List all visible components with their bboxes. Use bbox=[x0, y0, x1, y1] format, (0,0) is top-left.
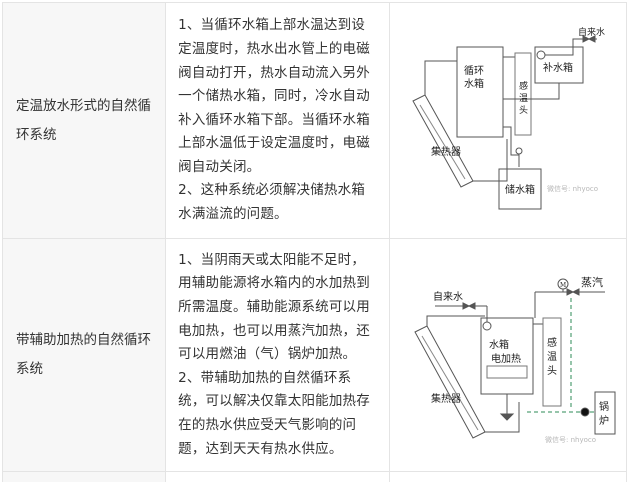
collector-stripe bbox=[422, 336, 478, 430]
sensor-label-3: 头 bbox=[519, 105, 528, 116]
electric-heater bbox=[487, 366, 527, 378]
sensor-label-2: 温 bbox=[519, 93, 528, 104]
system-name: 定温放水形式的自然循环系统 bbox=[3, 92, 165, 150]
collector-supply-pipe bbox=[425, 61, 457, 95]
table-row bbox=[3, 472, 627, 482]
system-description-cell: 1、当阴雨天或太阳能不足时， 用辅助能源将水箱内的水加热到 所需温度。辅助能源系… bbox=[166, 239, 390, 472]
description-line: 统，可以解决仅靠太阳能加热存 bbox=[178, 393, 370, 409]
collector-stripe bbox=[420, 105, 465, 179]
description-line: 用辅助能源将水箱内的水加热到 bbox=[178, 275, 370, 291]
description-line: 阀自动关闭。 bbox=[178, 159, 260, 175]
description-line: 可以用燃油（气）锅炉加热。 bbox=[178, 346, 356, 362]
collector-supply-pipe bbox=[427, 316, 485, 326]
description-line: 在的热水供应受天气影响的问 bbox=[178, 417, 356, 433]
refill-tank-label: 补水箱 bbox=[543, 61, 573, 74]
system-name-cell: 定温放水形式的自然循环系统 bbox=[3, 3, 166, 239]
system-description: 1、当循环水箱上部水温达到设 定温度时，热水出水管上的电磁 阀自动打开，热水自动… bbox=[166, 14, 389, 226]
system-diagram-cell: 循环 水箱 感 温 头 补水箱 自来水 集热器 储水箱 微信号: nhyoco bbox=[390, 3, 627, 239]
collector-label: 集热器 bbox=[431, 392, 461, 405]
sensor-label-1: 感 bbox=[519, 80, 528, 92]
constant-temperature-discharge-diagram: 循环 水箱 感 温 头 补水箱 自来水 集热器 储水箱 微信号: nhyoco bbox=[395, 27, 621, 215]
system-description: 1、当阴雨天或太阳能不足时， 用辅助能源将水箱内的水加热到 所需温度。辅助能源系… bbox=[166, 249, 389, 461]
boiler-label-2: 炉 bbox=[599, 415, 609, 427]
description-line: 定温度时，热水出水管上的电磁 bbox=[178, 41, 370, 57]
empty-cell bbox=[166, 472, 390, 482]
drain-valve bbox=[501, 414, 513, 420]
empty-cell bbox=[3, 472, 166, 482]
motorized-valve-label: M bbox=[560, 282, 566, 289]
description-line: 上部水温低于设定温度时，电磁 bbox=[178, 135, 370, 151]
watermark: 微信号: nhyoco bbox=[547, 184, 598, 193]
system-name-cell: 带辅助加热的自然循环系统 bbox=[3, 239, 166, 472]
steam-valve-right bbox=[573, 289, 579, 295]
hot-water-outlet-pipe bbox=[503, 127, 519, 167]
cold-water-label: 自来水 bbox=[578, 27, 605, 38]
cold-water-label: 自来水 bbox=[433, 290, 463, 303]
description-line: 1、当循环水箱上部水温达到设 bbox=[178, 17, 365, 33]
collector-label: 集热器 bbox=[431, 145, 461, 158]
system-name: 带辅助加热的自然循环系统 bbox=[3, 326, 165, 384]
description-line: 1、当阴雨天或太阳能不足时， bbox=[178, 252, 365, 268]
description-line: 所需温度。辅助能源系统可以用 bbox=[178, 299, 370, 315]
boiler bbox=[595, 392, 615, 434]
collector-return-pipe bbox=[473, 139, 507, 181]
sensor-label-2: 温 bbox=[547, 351, 557, 363]
steam-label: 蒸汽 bbox=[581, 275, 603, 289]
description-line: 阀自动打开，热水自动流入另外 bbox=[178, 65, 370, 81]
auxiliary-heating-diagram: 自来水 蒸汽 M 水箱 电加热 感 温 头 集热器 锅 炉 微信号: nhyoc… bbox=[395, 262, 621, 448]
collector-return-pipe bbox=[485, 402, 519, 432]
solenoid-valve bbox=[516, 148, 522, 154]
description-line: 一个储热水箱，同时，冷水自动 bbox=[178, 88, 370, 104]
table-row: 定温放水形式的自然循环系统 1、当循环水箱上部水温达到设 定温度时，热水出水管上… bbox=[3, 3, 627, 239]
system-description-cell: 1、当循环水箱上部水温达到设 定温度时，热水出水管上的电磁 阀自动打开，热水自动… bbox=[166, 3, 390, 239]
sensor-label-3: 头 bbox=[547, 365, 557, 377]
loop-tank-label-2: 水箱 bbox=[464, 77, 484, 90]
empty-cell bbox=[390, 472, 627, 482]
description-line: 2、这种系统必须解决储热水箱 bbox=[178, 182, 365, 198]
boiler-label-1: 锅 bbox=[599, 401, 609, 413]
description-line: 2、带辅助加热的自然循环系 bbox=[178, 370, 351, 386]
loop-tank-label-1: 循环 bbox=[464, 64, 484, 77]
watermark: 微信号: nhyoco bbox=[545, 435, 596, 444]
circulating-tank bbox=[457, 47, 503, 137]
description-line: 电加热，也可以用蒸汽加热，还 bbox=[178, 323, 370, 339]
cold-water-valve-right bbox=[469, 303, 475, 309]
storage-tank-label: 储水箱 bbox=[505, 183, 535, 196]
description-line: 题，达到天天有热水供应。 bbox=[178, 441, 342, 457]
description-line: 水满溢流的问题。 bbox=[178, 206, 288, 222]
circulation-pump bbox=[581, 408, 589, 416]
tank-float-valve bbox=[483, 322, 491, 330]
description-line: 补入循环水箱下部。当循环水箱 bbox=[178, 112, 370, 128]
refill-float-valve bbox=[537, 51, 545, 59]
electric-heating-label: 电加热 bbox=[491, 352, 521, 365]
tank-label: 水箱 bbox=[489, 338, 509, 351]
system-diagram-cell: 自来水 蒸汽 M 水箱 电加热 感 温 头 集热器 锅 炉 微信号: nhyoc… bbox=[390, 239, 627, 472]
table-row: 带辅助加热的自然循环系统 1、当阴雨天或太阳能不足时， 用辅助能源将水箱内的水加… bbox=[3, 239, 627, 472]
sensor-label-1: 感 bbox=[547, 336, 557, 349]
